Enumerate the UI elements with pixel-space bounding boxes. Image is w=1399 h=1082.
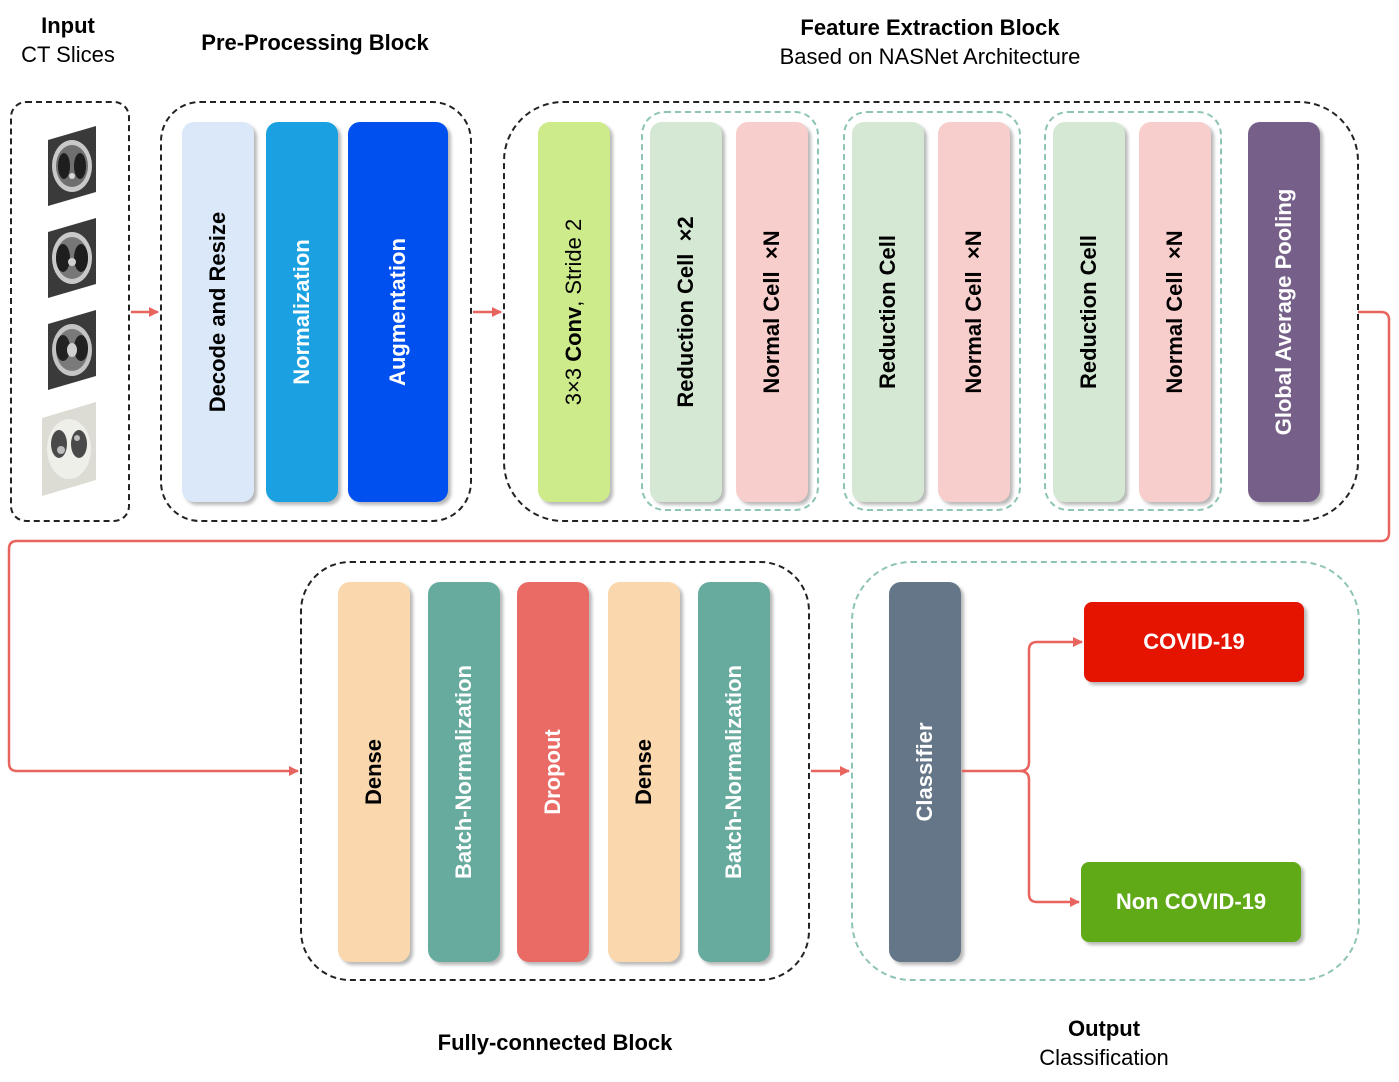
arrow-features-to-fully-connected bbox=[7, 310, 1391, 776]
output-block bbox=[851, 561, 1360, 981]
classifier-cell: Classifier bbox=[889, 582, 961, 962]
input-subtitle: CT Slices bbox=[21, 42, 115, 67]
arrow-classifier-to-noncovid bbox=[1019, 769, 1080, 907]
preprocessing-title: Pre-Processing Block bbox=[201, 30, 429, 55]
noncovid-class-label: Non COVID-19 bbox=[1115, 889, 1267, 914]
output-title: Output bbox=[1067, 1016, 1141, 1041]
normal-cell-2: Normal Cell ×N bbox=[938, 122, 1010, 502]
batch-normalization-cell-1: Batch-Normalization bbox=[428, 582, 500, 962]
global-average-pooling-cell: Global Average Pooling bbox=[1248, 122, 1320, 502]
input-title-label: Input CT Slices bbox=[8, 11, 128, 69]
conv-cell: 3×3 Conv, Stride 2 bbox=[538, 122, 610, 502]
reduction-cell-1: Reduction Cell ×2 bbox=[650, 122, 722, 502]
ct-slice-image-2 bbox=[48, 218, 96, 298]
normal-cell-3: Normal Cell ×N bbox=[1139, 122, 1211, 502]
ct-slice-image-4 bbox=[42, 402, 96, 496]
fully-connected-block bbox=[300, 561, 810, 981]
covid-class-box: COVID-19 bbox=[1084, 602, 1304, 682]
dropout-cell: Dropout bbox=[517, 582, 589, 962]
dense-cell-2: Dense bbox=[608, 582, 680, 962]
ct-slice-image-3 bbox=[48, 310, 96, 390]
normalization-cell: Normalization bbox=[266, 122, 338, 502]
feature-extraction-title: Feature Extraction Block bbox=[800, 15, 1060, 40]
ct-slice-image-1 bbox=[48, 126, 96, 206]
decode-resize-cell: Decode and Resize bbox=[182, 122, 254, 502]
fully-connected-title: Fully-connected Block bbox=[437, 1030, 673, 1055]
input-block bbox=[10, 101, 130, 522]
nasnet-stage-2 bbox=[843, 111, 1021, 511]
normal-cell-1: Normal Cell ×N bbox=[736, 122, 808, 502]
reduction-cell-2: Reduction Cell bbox=[852, 122, 924, 502]
dense-cell-1: Dense bbox=[338, 582, 410, 962]
feature-extraction-title-label: Feature Extraction Block Based on NASNet… bbox=[700, 13, 1160, 71]
nasnet-stage-1 bbox=[641, 111, 819, 511]
nasnet-stage-3 bbox=[1044, 111, 1222, 511]
noncovid-class-box: Non COVID-19 bbox=[1081, 862, 1301, 942]
batch-normalization-cell-2: Batch-Normalization bbox=[698, 582, 770, 962]
output-title-label: Output Classification bbox=[1004, 1014, 1204, 1072]
reduction-cell-3: Reduction Cell bbox=[1053, 122, 1125, 502]
covid-class-label: COVID-19 bbox=[1143, 629, 1245, 654]
augmentation-cell: Augmentation bbox=[348, 122, 448, 502]
input-title: Input bbox=[41, 13, 95, 38]
arrow-classifier-to-covid bbox=[962, 637, 1083, 773]
feature-extraction-subtitle: Based on NASNet Architecture bbox=[779, 44, 1081, 69]
output-subtitle: Classification bbox=[1039, 1045, 1169, 1070]
preprocessing-block bbox=[160, 101, 472, 522]
